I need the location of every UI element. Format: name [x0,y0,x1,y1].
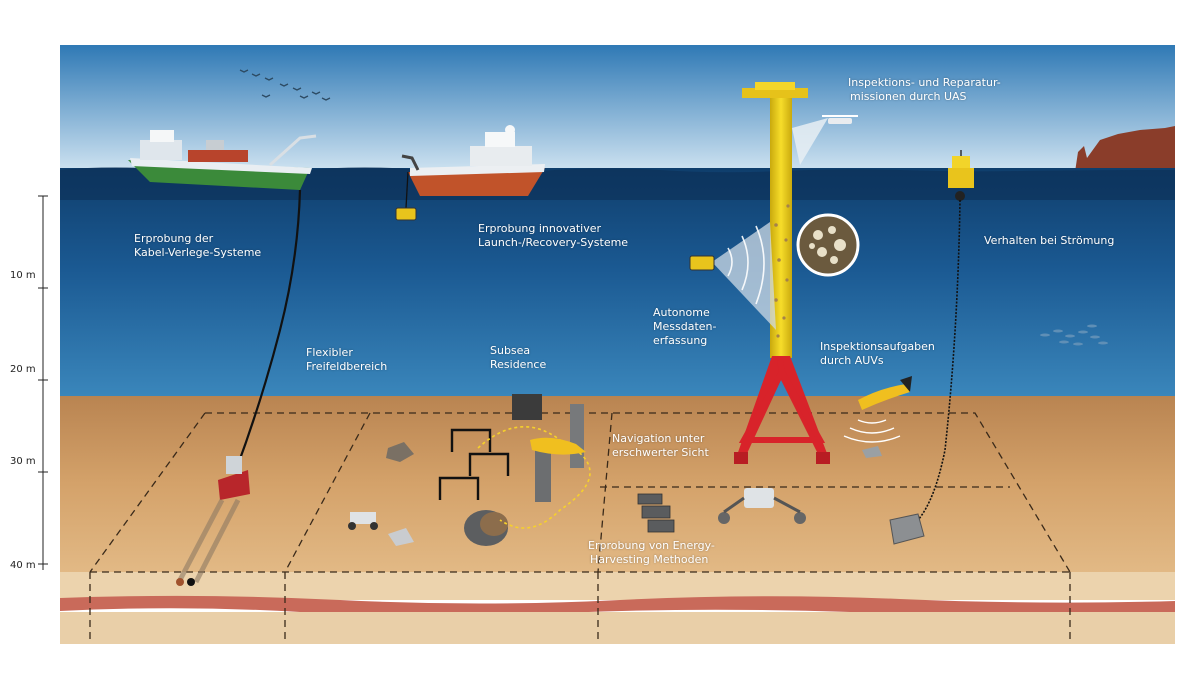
marine-growth-inset [796,213,860,277]
clump-weight [889,513,925,545]
drone-icon [822,115,858,124]
label-current: Verhalten bei Strömung [984,234,1114,248]
label-auv-line1: Inspektionsaufgaben [820,340,935,353]
seabed-rock-right [862,446,882,458]
label-auv-line2: durch AUVs [820,354,884,367]
label-uas-line2: missionen durch UAS [850,90,967,103]
label-current-line1: Verhalten bei Strömung [984,234,1115,247]
navigation-crawler [718,488,806,524]
depth-label-20: 20 m [10,364,36,375]
label-cable-line1: Erprobung der [134,232,214,245]
docking-box [512,394,542,420]
energy-turbine [464,510,508,546]
label-launch-line2: Launch-/Recovery-Systeme [478,236,629,249]
label-navigation: Navigation unter erschwerter Sicht [612,432,709,460]
sediment-layer-top [60,572,1175,600]
auv-path [477,426,591,529]
water-surface [60,167,1175,200]
birds-icon [239,69,331,101]
label-cable: Erprobung der Kabel-Verlege-Systeme [134,232,261,260]
buried-cable-end [176,578,184,586]
fish-school-icon [1040,324,1108,346]
label-launch: Erprobung innovativer Launch-/Recovery-S… [478,222,628,250]
rov-launch [395,207,417,221]
label-uas-line1: Inspektions- und Reparatur- [848,76,1001,89]
test-field-grid [89,412,1071,640]
rov-autonomous [689,255,715,271]
launch-tether [405,171,409,209]
depth-label-40: 40 m [10,560,36,571]
label-auv: Inspektionsaufgaben durch AUVs [820,340,935,368]
seabed-rock-left [386,442,414,546]
label-subsea-line1: Subsea [490,344,531,357]
label-autonomous: Autonome Messdaten- erfassung [653,306,716,348]
label-flex: Flexibler Freifeldbereich [306,346,387,374]
label-energy-line1: Erprobung von Energy- [588,539,715,552]
label-flex-line1: Flexibler [306,346,353,359]
crawler-robot-left [348,512,378,530]
label-energy-line2: Harvesting Methoden [590,553,709,566]
depth-label-30: 30 m [10,456,36,467]
label-autonomous-line3: erfassung [653,334,708,347]
cable-plow [177,456,250,584]
cable-laying-vessel [128,130,317,190]
cable-line [234,189,302,471]
label-flex-line2: Freifeldbereich [306,360,388,373]
sediment-layer-red [60,595,1175,616]
energy-modules [637,493,675,533]
pillar-1 [570,404,584,468]
label-navigation-line2: erschwerter Sicht [612,446,709,459]
label-launch-line1: Erprobung innovativer [478,222,602,235]
label-subsea: Subsea Residence [490,344,546,372]
label-energy: Erprobung von Energy- Harvesting Methode… [588,539,715,567]
yellow-auv [530,437,586,455]
label-autonomous-line1: Autonome [653,306,710,319]
label-navigation-line1: Navigation unter [612,432,705,445]
auv-sonar-waves [843,419,901,443]
label-autonomous-line2: Messdaten- [653,320,717,333]
buried-cable-end-2 [187,578,195,586]
frame-structures [438,428,510,500]
sonar-cone [712,222,776,330]
label-uas: Inspektions- und Reparatur- missionen du… [848,76,1001,104]
sediment-layer-bottom [60,612,1175,644]
uas-scan-cone [792,118,828,165]
label-subsea-line2: Residence [490,358,547,371]
depth-scale [38,195,48,570]
water [60,168,1175,396]
pillar-2 [535,440,551,502]
research-vessel [401,125,545,196]
auv-vehicle [858,376,912,410]
buoy [948,150,974,201]
sonar-waves [727,225,765,305]
monopile-tower [734,82,830,464]
label-cable-line2: Kabel-Verlege-Systeme [134,246,262,259]
depth-label-10: 10 m [10,270,36,281]
island-cliff [1075,126,1175,172]
